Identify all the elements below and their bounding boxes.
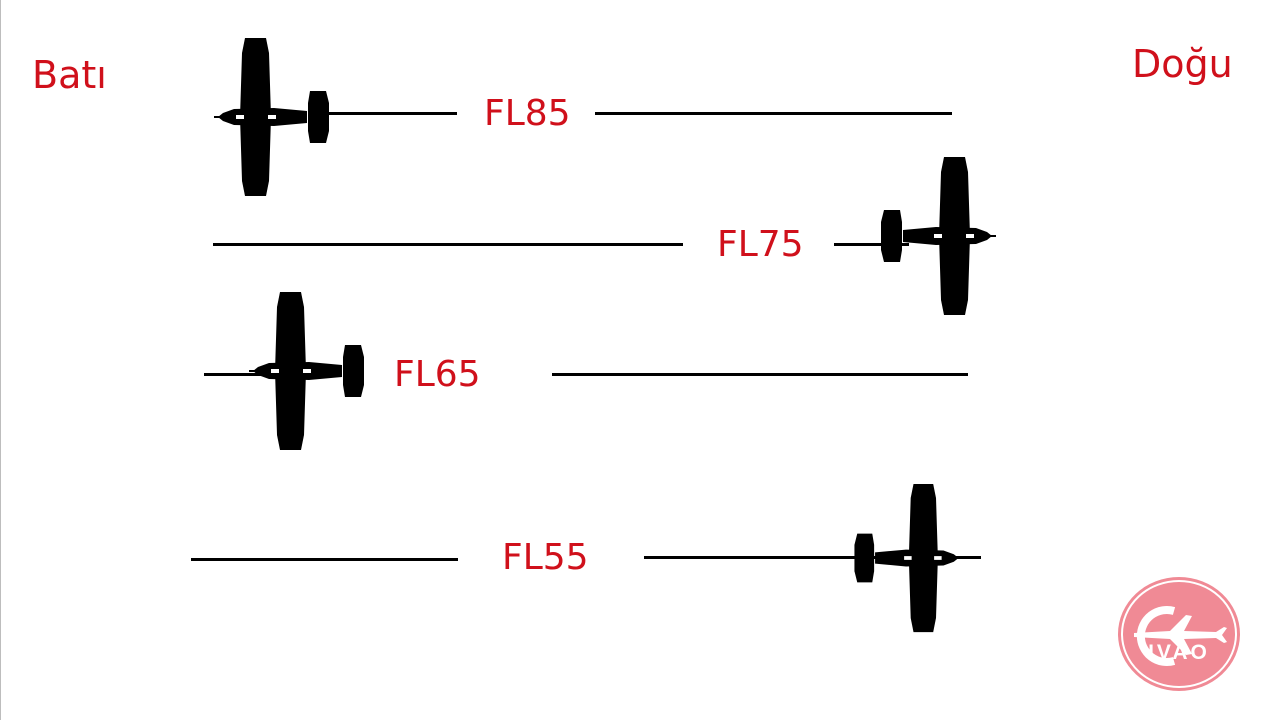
aircraft-icon-fl55 (854, 483, 963, 633)
flight-level-label-fl55: FL55 (502, 537, 589, 578)
level-line-fl75-right (834, 243, 909, 246)
level-line-fl65-left (204, 373, 304, 376)
level-line-fl85-right (595, 112, 952, 115)
level-line-fl85-left (321, 112, 457, 115)
level-line-fl55-left (191, 558, 458, 561)
east-label: Doğu (1132, 42, 1233, 86)
flight-level-label-fl75: FL75 (717, 224, 804, 265)
level-line-fl55-right (644, 556, 981, 559)
aircraft-icon-fl75 (881, 157, 996, 315)
level-line-fl65-right (552, 373, 968, 376)
ivao-logo: IVAO (1118, 577, 1240, 691)
west-label: Batı (32, 53, 107, 97)
level-line-fl75-left (213, 243, 683, 246)
logo-text: IVAO (1148, 641, 1210, 664)
flight-level-label-fl85: FL85 (484, 93, 571, 134)
aircraft-icon-fl65 (249, 292, 364, 450)
aircraft-icon-fl85 (214, 38, 329, 196)
flight-level-label-fl65: FL65 (394, 354, 481, 395)
